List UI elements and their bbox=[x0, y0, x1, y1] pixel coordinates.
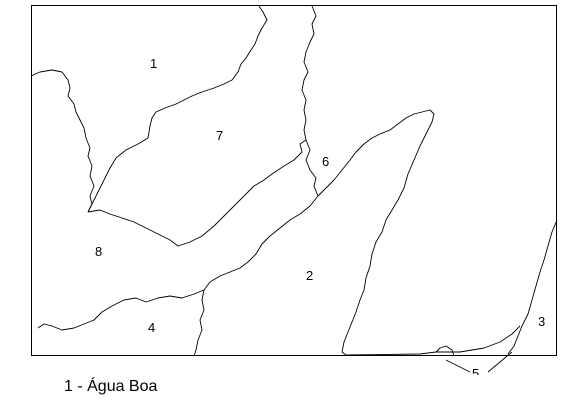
region-label-4: 4 bbox=[148, 320, 155, 335]
boundary-5-3 bbox=[507, 219, 558, 355]
boundary-5-inner bbox=[436, 325, 521, 353]
legend-item-1: 1 - Água Boa bbox=[64, 378, 158, 395]
leader-line-5-left bbox=[445, 359, 471, 373]
map-legend: 1 - Água Boa bbox=[64, 378, 157, 396]
region-label-7: 7 bbox=[216, 128, 223, 143]
boundary-1-8 bbox=[30, 69, 95, 213]
region-map: 1 7 6 8 2 4 3 5 bbox=[30, 5, 558, 375]
boundary-1-7 bbox=[87, 5, 268, 213]
leader-line-5-right bbox=[487, 351, 513, 373]
boundary-8-2 bbox=[203, 195, 319, 291]
boundary-7-8 bbox=[87, 139, 307, 247]
region-label-8: 8 bbox=[95, 244, 102, 259]
region-label-2: 2 bbox=[306, 268, 313, 283]
boundary-7-6 bbox=[301, 5, 319, 197]
map-frame bbox=[31, 5, 557, 356]
boundary-2-5 bbox=[341, 121, 433, 356]
boundary-4-2 bbox=[193, 289, 205, 357]
region-label-1: 1 bbox=[150, 56, 157, 71]
boundary-8-4 bbox=[37, 289, 205, 331]
boundary-6-2 bbox=[317, 109, 435, 197]
region-label-5: 5 bbox=[472, 366, 479, 375]
region-label-3: 3 bbox=[538, 314, 545, 329]
region-label-6: 6 bbox=[322, 154, 329, 169]
boundary-5-bottom bbox=[345, 345, 455, 357]
